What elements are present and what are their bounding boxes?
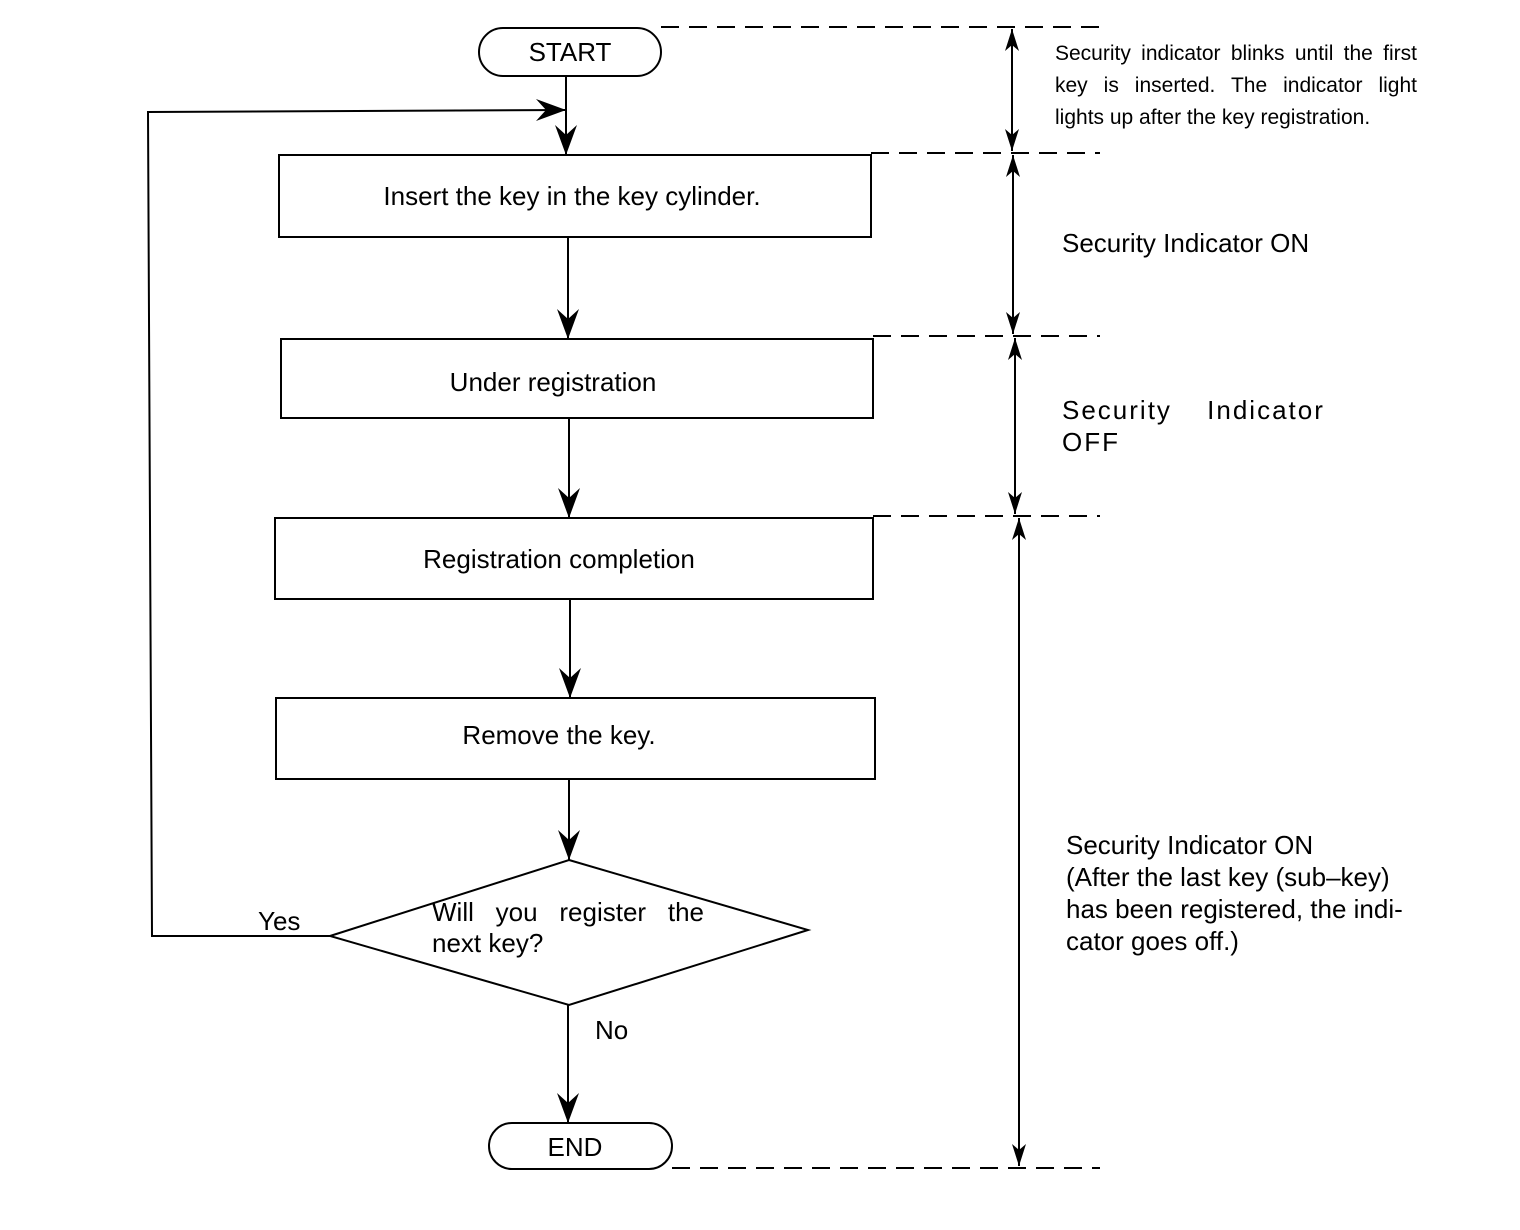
step-label-registration-completion: Registration completion	[423, 544, 695, 574]
step-label-remove-key: Remove the key.	[462, 720, 656, 750]
yes-loop-line	[146, 99, 567, 937]
indicator-note-on-final: Security Indicator ON (After the last ke…	[1066, 830, 1403, 956]
end-label: END	[547, 1132, 603, 1162]
step-box-insert-key	[278, 154, 872, 238]
step-label-under-registration: Under registration	[449, 367, 657, 397]
no-label: No	[595, 1015, 629, 1045]
step-box-remove-key	[275, 697, 876, 780]
yes-label: Yes	[258, 906, 301, 936]
decision-label: Will you register the next key?	[432, 897, 704, 958]
step-box-under-registration	[280, 338, 874, 419]
indicator-note-off: Security Indicator OFF	[1062, 395, 1325, 457]
step-label-insert-key: Insert the key in the key cylinder.	[383, 181, 761, 211]
step-box-registration-completion	[274, 517, 874, 600]
indicator-note-on: Security Indicator ON	[1062, 228, 1310, 258]
indicator-note-blink: Security indicator blinks until the firs…	[1055, 42, 1417, 129]
start-label: START	[528, 37, 612, 67]
end-terminal	[488, 1122, 673, 1170]
start-terminal	[478, 27, 662, 77]
